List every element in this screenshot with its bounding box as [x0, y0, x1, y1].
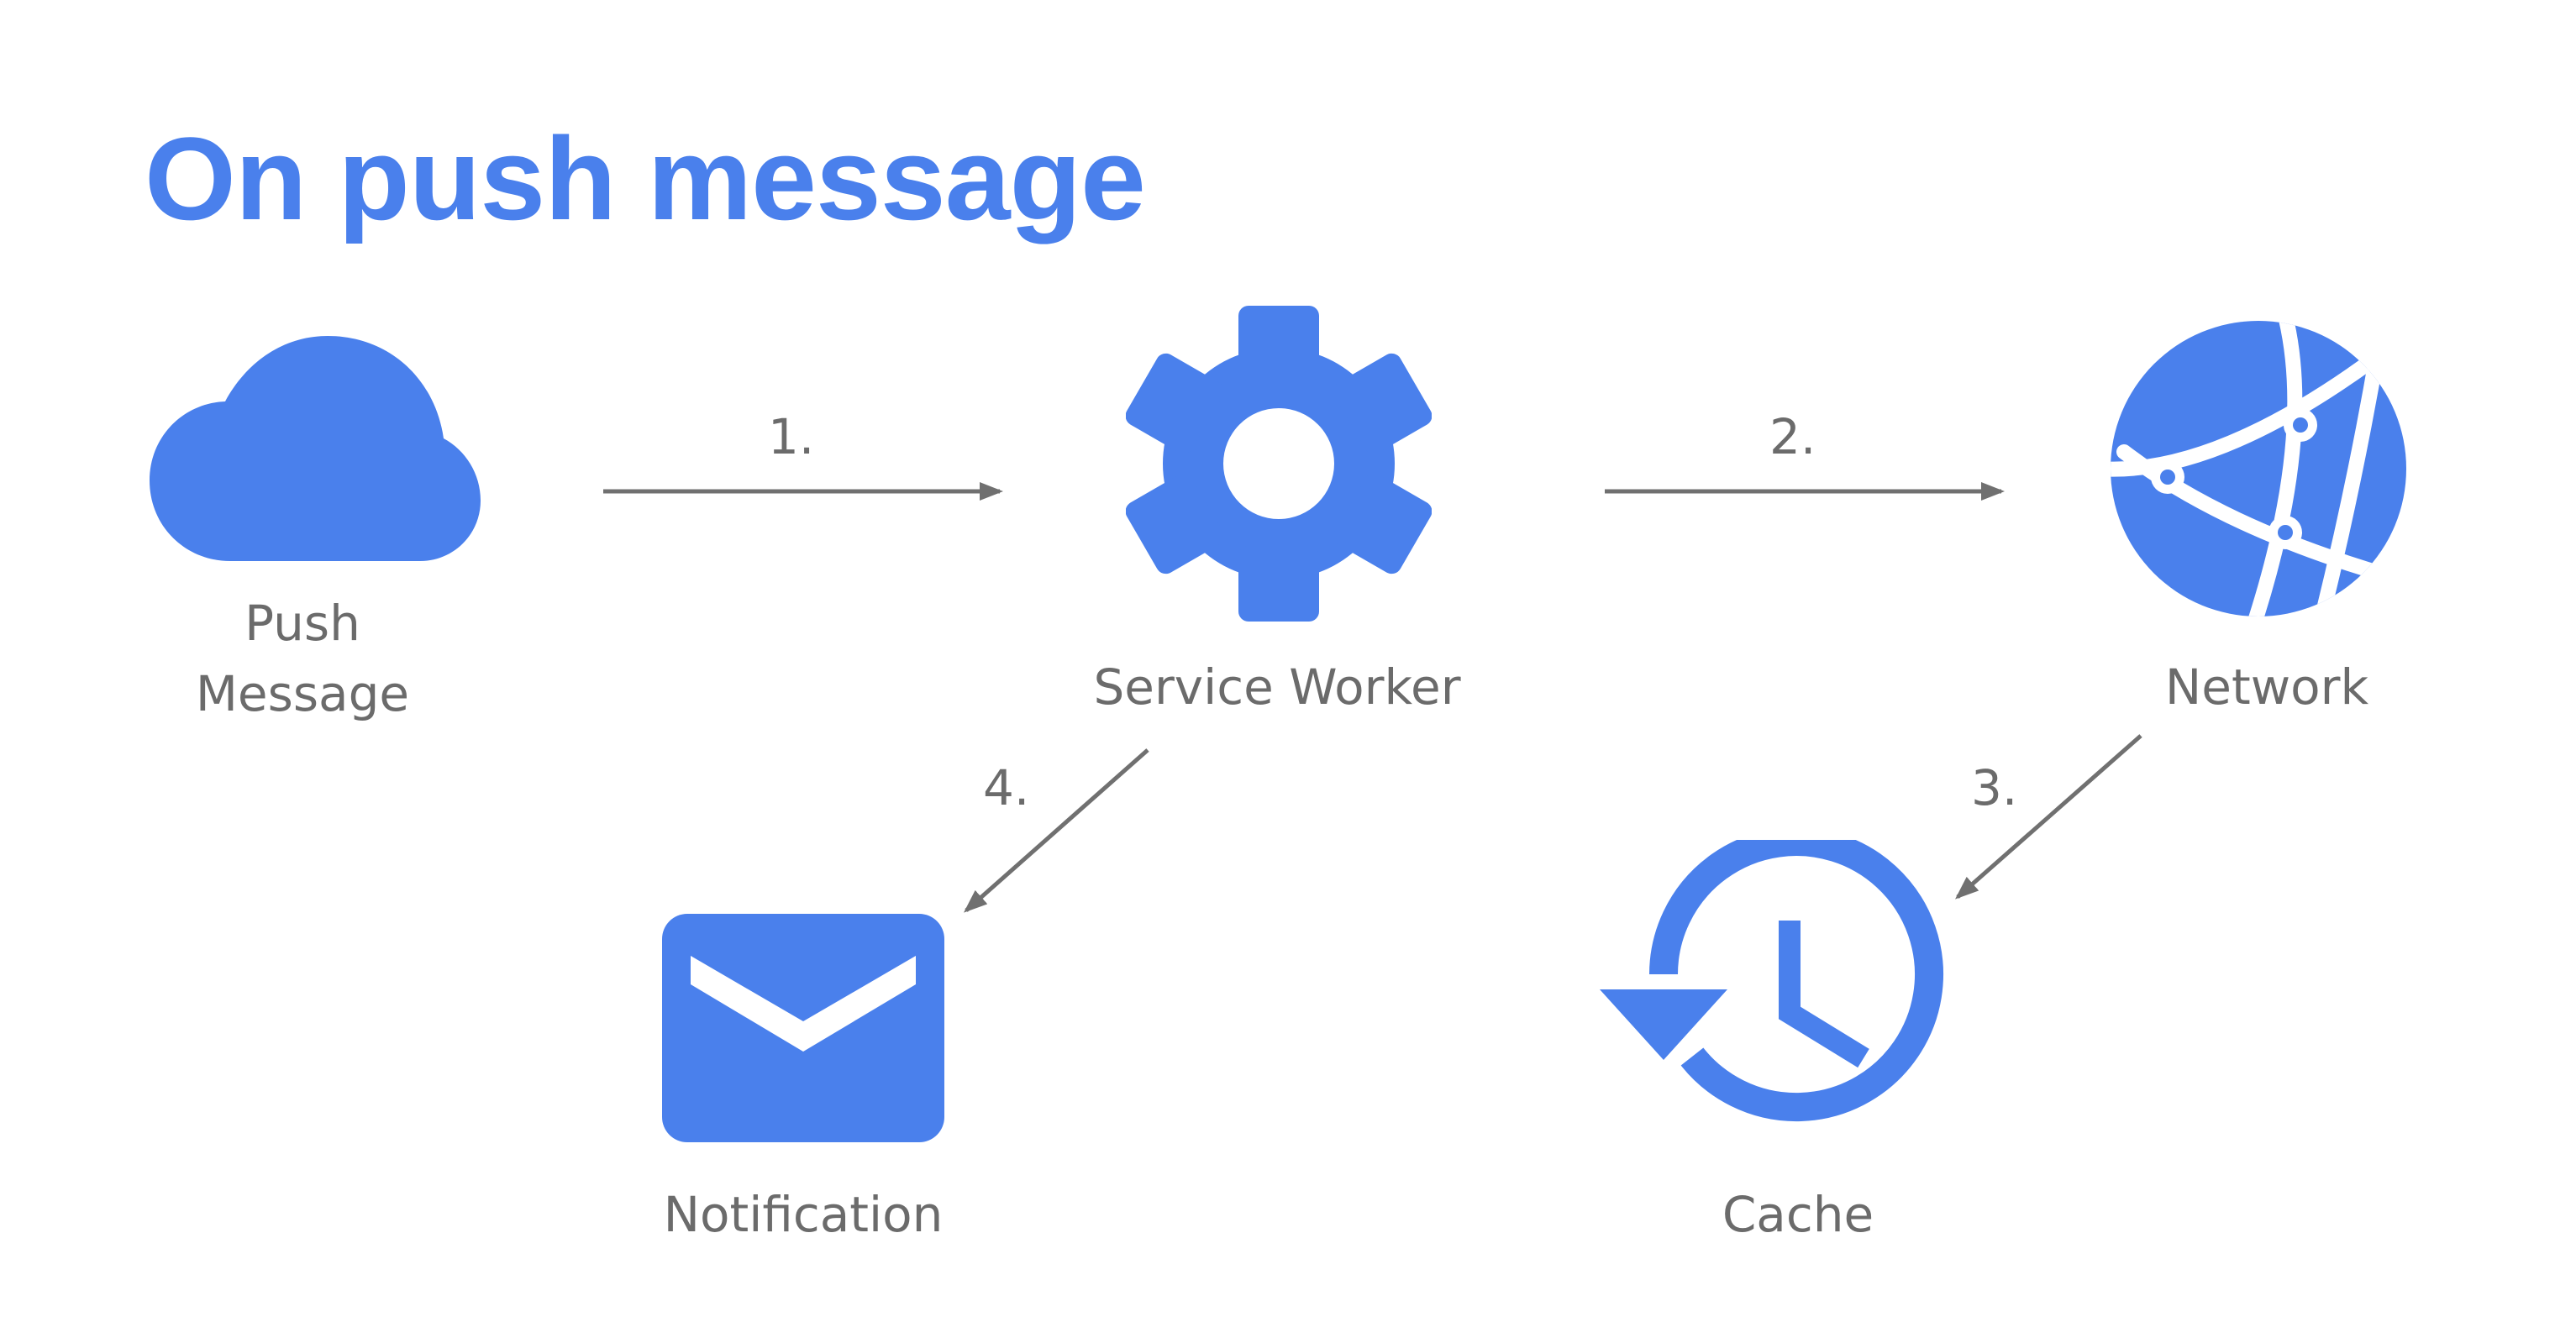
- notification-label: Notification: [663, 1186, 944, 1243]
- network-label: Network: [2164, 658, 2369, 716]
- history-icon: [1600, 840, 1943, 1122]
- step-3-label: 3.: [1971, 759, 2018, 816]
- service-worker-label: Service Worker: [1093, 658, 1461, 716]
- step-2-label: 2.: [1769, 408, 1816, 465]
- cloud-icon: [150, 336, 481, 561]
- step-1-label: 1.: [768, 408, 815, 465]
- gear-icon: [1126, 306, 1432, 622]
- envelope-icon: [662, 914, 944, 1142]
- cache-label: Cache: [1722, 1186, 1874, 1243]
- step-4-label: 4.: [983, 759, 1030, 816]
- push-message-label: Push Message: [168, 588, 437, 729]
- globe-icon: [2111, 321, 2406, 616]
- slide-title: On push message: [145, 113, 1146, 244]
- arrow-3: [1954, 734, 2142, 900]
- push-message-label-line2: Message: [195, 665, 410, 722]
- arrow-4: [964, 748, 1149, 913]
- push-message-label-line1: Push: [244, 595, 360, 652]
